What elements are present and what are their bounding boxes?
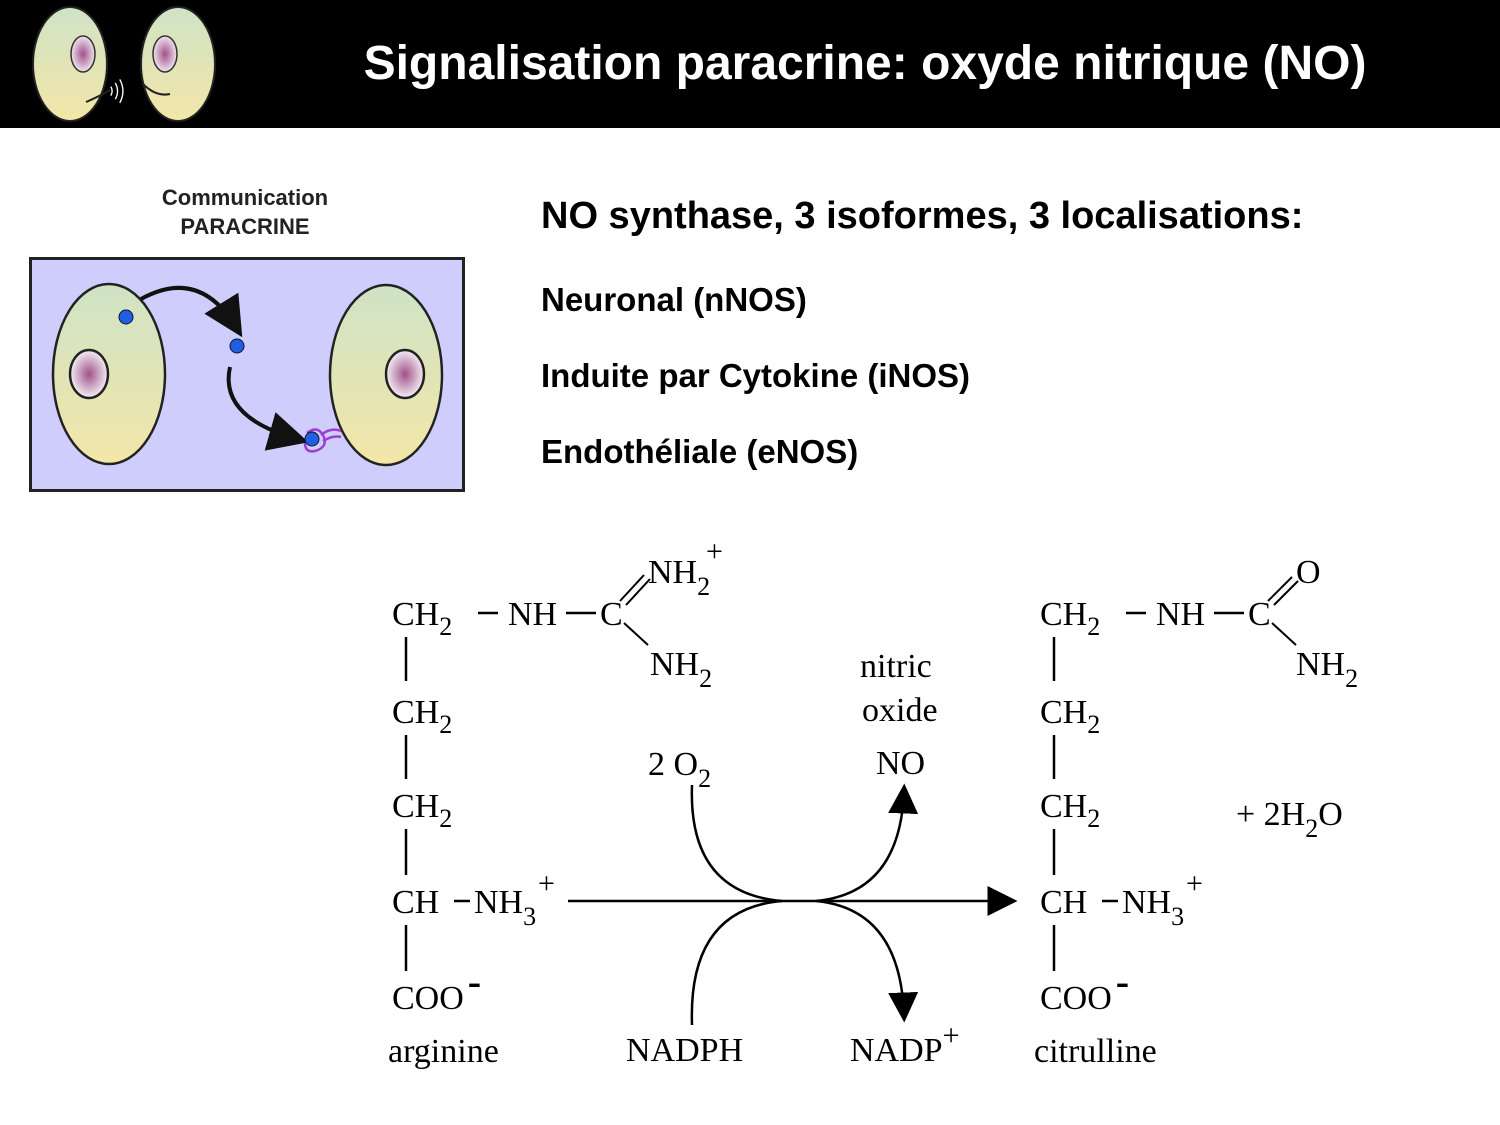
- communication-figure-title: Communication PARACRINE: [120, 183, 370, 241]
- cit-coo: COO: [1040, 980, 1112, 1017]
- no-label: NO: [876, 745, 925, 782]
- svg-text:CH: CH: [1040, 884, 1087, 921]
- isoform-cytokine: Induite par Cytokine (iNOS): [541, 357, 971, 394]
- arg-amine-charge: +: [538, 867, 555, 900]
- reaction-arrows: [568, 783, 1018, 1026]
- svg-text:NH3: NH3: [474, 884, 536, 931]
- signal-molecule-bound: [304, 431, 320, 447]
- arg-nh2-top: NH: [648, 554, 697, 591]
- signal-molecule-diffusing: [229, 338, 245, 354]
- nadp-release-arrow: [815, 899, 919, 1023]
- cit-ch2-3: CH: [1040, 788, 1087, 825]
- o2-consumption-arrow: [690, 784, 783, 903]
- svg-text:CH2: CH2: [392, 596, 452, 641]
- cit-nh3: NH: [1122, 884, 1171, 921]
- citrulline-label: citrulline: [1034, 1033, 1157, 1070]
- svg-text:CH2: CH2: [1040, 596, 1100, 641]
- svg-text:NH3: NH3: [1122, 884, 1184, 931]
- svg-text:2 O2: 2 O2: [648, 746, 711, 793]
- svg-text:CH2: CH2: [1040, 788, 1100, 833]
- nitric-label: nitric: [860, 648, 932, 685]
- cit-c: C: [1248, 596, 1271, 633]
- arg-guanidinium-charge: +: [706, 535, 723, 568]
- arg-ch2-3: CH: [392, 788, 439, 825]
- receptor-icon: [303, 428, 342, 453]
- talking-cells-logo-icon: [32, 6, 216, 122]
- svg-text:NH2: NH2: [650, 646, 712, 693]
- reagents: 2 O2 nitric oxide NO NADPH NADP+ + 2H2O: [626, 648, 1343, 1069]
- water-label: + 2H: [1236, 796, 1305, 833]
- cit-nh2: NH: [1296, 646, 1345, 683]
- svg-text:NADP+: NADP+: [850, 1019, 960, 1069]
- cit-o: O: [1296, 554, 1321, 591]
- svg-text:COO-: COO-: [392, 959, 481, 1017]
- communication-title-line2: PARACRINE: [180, 214, 310, 239]
- svg-text:NH2: NH2: [1296, 646, 1358, 693]
- oxide-label: oxide: [862, 692, 938, 729]
- nadph-consumption-arrow: [690, 899, 783, 1026]
- diffusion-arrow: [226, 366, 309, 451]
- receiver-nucleus: [384, 348, 426, 400]
- cit-ch: CH: [1040, 884, 1087, 921]
- cit-nh: NH: [1156, 596, 1205, 633]
- arginine-structure: CH2 NH C NH2 + NH2 CH2 CH2 CH NH3 + COO-…: [388, 535, 723, 1070]
- svg-text:CH: CH: [392, 884, 439, 921]
- svg-text:+ 2H2O: + 2H2O: [1236, 796, 1343, 843]
- nadph-label: NADPH: [626, 1032, 743, 1069]
- cit-ch2-1: CH: [1040, 596, 1087, 633]
- arg-nh2-bottom: NH: [650, 646, 699, 683]
- arg-ch2-1: CH: [392, 596, 439, 633]
- paracrine-diagram: [29, 257, 465, 492]
- arg-coo: COO: [392, 980, 464, 1017]
- slide-title: Signalisation paracrine: oxyde nitrique …: [363, 37, 1367, 90]
- nos-heading: NO synthase, 3 isoformes, 3 localisation…: [541, 195, 1304, 237]
- o2-label: 2 O: [648, 746, 698, 783]
- citrulline-structure: CH2 NH C O NH2 CH2 CH2 CH NH3 + COO- cit…: [1034, 554, 1358, 1070]
- svg-text:NH2: NH2: [648, 554, 710, 601]
- no-release-arrow: [815, 783, 919, 903]
- isoform-neuronal: Neuronal (nNOS): [541, 281, 807, 318]
- arg-nh3: NH: [474, 884, 523, 921]
- svg-text:CH2: CH2: [392, 694, 452, 739]
- arg-ch2-2: CH: [392, 694, 439, 731]
- isoform-endothelial: Endothéliale (eNOS): [541, 433, 859, 470]
- no-synthase-reaction: CH2 NH C NH2 + NH2 CH2 CH2 CH NH3 + COO-…: [388, 535, 1358, 1070]
- sender-nucleus: [68, 348, 110, 400]
- nadp-label: NADP: [850, 1032, 943, 1069]
- cit-amine-charge: +: [1186, 867, 1203, 900]
- cit-ch2-2: CH: [1040, 694, 1087, 731]
- arg-c: C: [600, 596, 623, 633]
- release-arrow: [140, 285, 243, 338]
- slide-header: Signalisation paracrine: oxyde nitrique …: [0, 0, 1500, 128]
- arginine-label: arginine: [388, 1033, 499, 1070]
- signal-molecule-released: [118, 309, 134, 325]
- arg-ch: CH: [392, 884, 439, 921]
- communication-title-line1: Communication: [161, 185, 329, 210]
- svg-text:COO-: COO-: [1040, 959, 1129, 1017]
- svg-text:CH2: CH2: [1040, 694, 1100, 739]
- arg-nh: NH: [508, 596, 557, 633]
- svg-text:CH2: CH2: [392, 788, 452, 833]
